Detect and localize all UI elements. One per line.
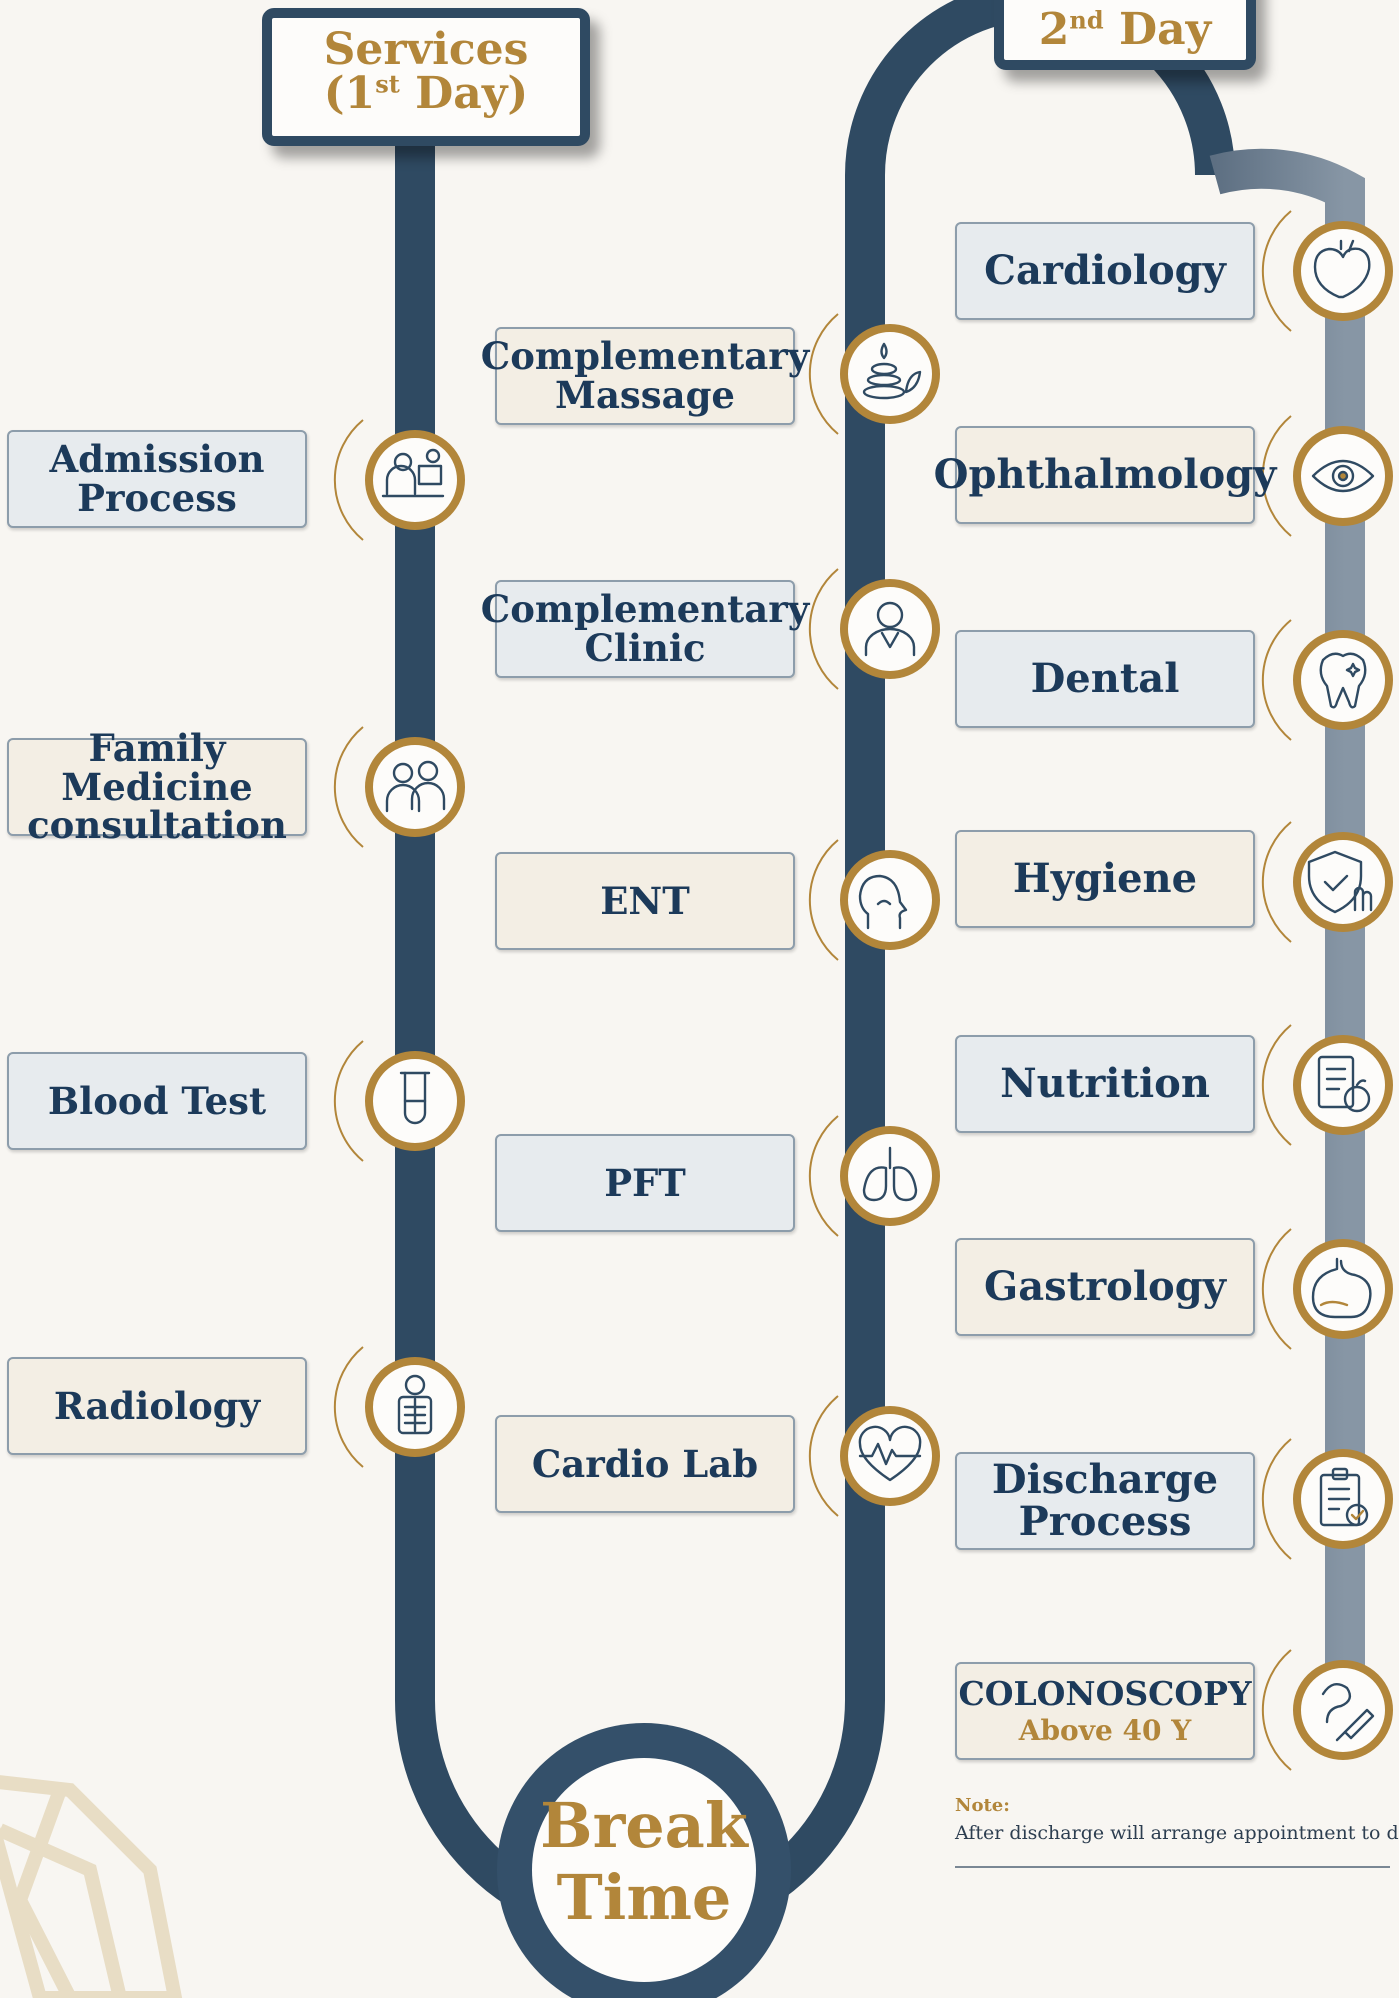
header-day1-title: Services [323,24,529,75]
header-day2-title: 2nd Day [1038,4,1212,55]
service-box-dental: Dental [955,630,1255,728]
service-box-nutrition: Nutrition [955,1035,1255,1133]
service-box-cardio-lab: Cardio Lab [495,1415,795,1513]
service-box-ent: ENT [495,852,795,950]
service-label: Admission [49,437,265,482]
service-label: Cardiology [984,247,1226,294]
day2-track [1209,148,1365,1740]
heartbeat-icon [808,1395,940,1517]
header-day2: 2nd Day [994,0,1256,70]
service-label: ENT [600,878,690,923]
doctor-icon [808,568,940,690]
lungs-icon [808,1115,940,1237]
service-label-line2: Process [77,476,237,520]
tooth-icon [1261,619,1393,741]
header-day1-subtitle: (1st Day) [323,68,529,119]
doctor-at-desk-icon [333,419,465,541]
break-circle-inner [532,1758,756,1982]
service-box-radiology: Radiology [7,1357,307,1455]
service-label-line2: Clinic [584,626,706,670]
clipboard-check-icon [1261,1438,1393,1560]
service-label: Complementary [480,334,810,379]
service-sublabel: Above 40 Y [1018,1713,1192,1747]
heart-icon [1261,210,1393,332]
note-divider [955,1866,1390,1868]
service-box-ophthalmology: Ophthalmology [934,426,1276,524]
break-time-label: Break Time [540,1789,748,1934]
geometric-watermark [0,1775,183,1998]
service-box-pft: PFT [495,1134,795,1232]
diet-plan-icon [1261,1024,1393,1146]
service-box-gastrology: Gastrology [955,1238,1255,1336]
shield-hand-icon [1261,821,1393,943]
service-label: Ophthalmology [933,451,1277,498]
service-label: COLONOSCOPY [958,1673,1252,1713]
note-text: After discharge will arrange appointment… [955,1822,1399,1844]
endoscope-icon [1261,1649,1393,1771]
service-label: Blood Test [47,1078,267,1123]
service-label-line2: consultation [27,803,287,848]
service-label-line2: Process [1018,1498,1192,1545]
eye-icon [1261,415,1393,537]
service-box-blood-test: Blood Test [7,1052,307,1150]
service-label: Nutrition [1000,1060,1210,1107]
service-label: Cardio Lab [531,1441,759,1486]
service-label: PFT [604,1160,686,1205]
header-day1: Services (1st Day) [262,8,590,146]
test-tube-icon [333,1040,465,1162]
service-label: Gastrology [984,1263,1226,1310]
service-box-cardiology: Cardiology [955,222,1255,320]
service-label: Hygiene [1012,855,1198,902]
service-label: Dental [1030,655,1180,702]
service-box-hygiene: Hygiene [955,830,1255,928]
stomach-icon [1261,1228,1393,1350]
service-label: Complementary [480,587,810,632]
service-label: Discharge [991,1456,1219,1503]
ent-head-icon [808,839,940,961]
doctor-and-patient-icon [333,726,465,848]
service-label: Family Medicine [61,725,253,809]
spa-stones-icon [808,313,940,435]
service-label-line2: Massage [555,373,735,417]
note-label: Note: [955,1795,1010,1816]
x-ray-icon [333,1346,465,1468]
service-label: Radiology [53,1383,261,1428]
